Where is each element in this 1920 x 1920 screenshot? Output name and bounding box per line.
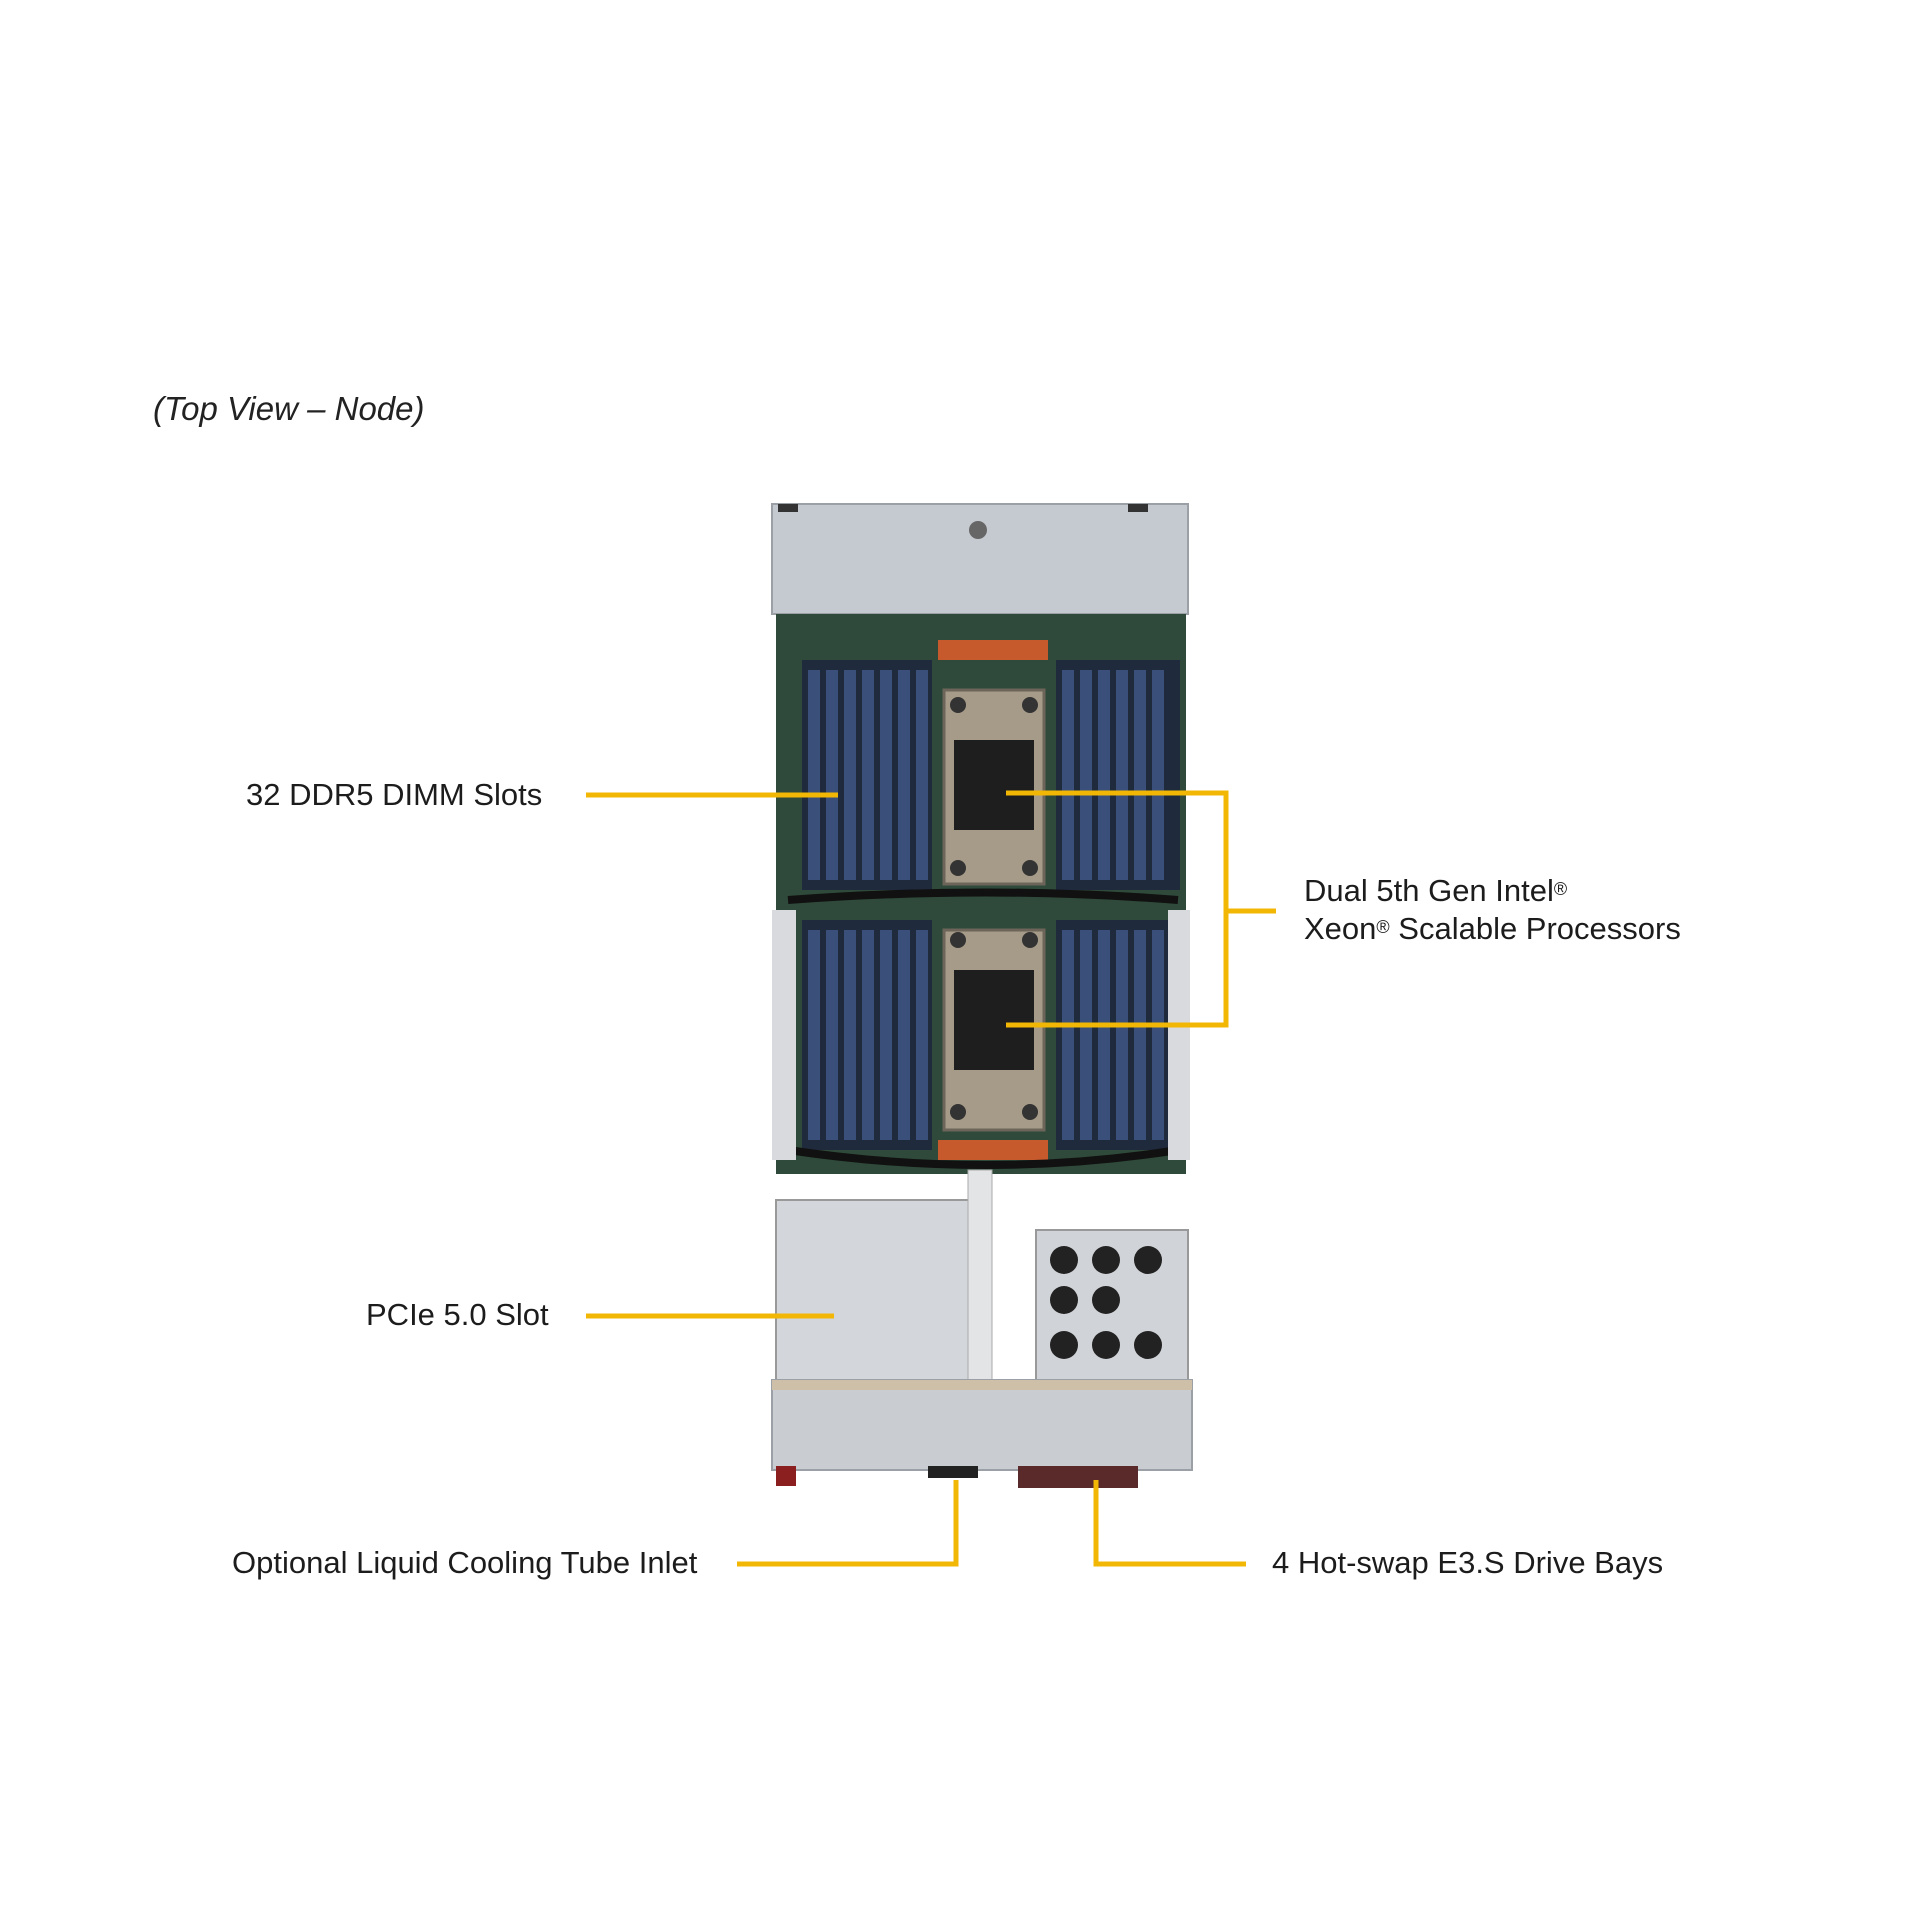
- dimm-bank-upper-right: [1056, 660, 1180, 890]
- dimm-bank-lower-left: [802, 920, 932, 1150]
- label-pcie-slot: PCIe 5.0 Slot: [366, 1297, 549, 1332]
- leader-liquid: [737, 1480, 959, 1567]
- registered-mark-xeon: ®: [1376, 917, 1390, 937]
- leader-drive: [1093, 1480, 1246, 1567]
- server-node-illustration: [771, 503, 1193, 1488]
- drive-cage: [1035, 1229, 1189, 1381]
- label-dimm-slots: 32 DDR5 DIMM Slots: [246, 777, 543, 812]
- cpu-lower: [938, 928, 1048, 1160]
- label-drive-bays: 4 Hot-swap E3.S Drive Bays: [1272, 1545, 1664, 1580]
- cable-harness: [787, 888, 1179, 904]
- dimm-bank-lower-right: [1056, 920, 1180, 1150]
- dimm-bank-upper-left: [802, 660, 932, 890]
- front-panel: [771, 1379, 1193, 1471]
- leader-cpu: [1006, 790, 1229, 1028]
- label-processors-line1: Dual 5th Gen Intel: [1304, 873, 1554, 908]
- cpu-upper: [938, 640, 1048, 886]
- view-caption: (Top View – Node): [153, 390, 425, 427]
- label-liquid-cooling: Optional Liquid Cooling Tube Inlet: [232, 1545, 698, 1580]
- label-processors-line2: Scalable Processors: [1389, 911, 1681, 946]
- label-processors-xeon: Xeon: [1304, 911, 1377, 946]
- registered-mark: ®: [1553, 879, 1568, 899]
- label-processors: Dual 5th Gen Intel® Xeon® Scalable Proce…: [1304, 872, 1681, 948]
